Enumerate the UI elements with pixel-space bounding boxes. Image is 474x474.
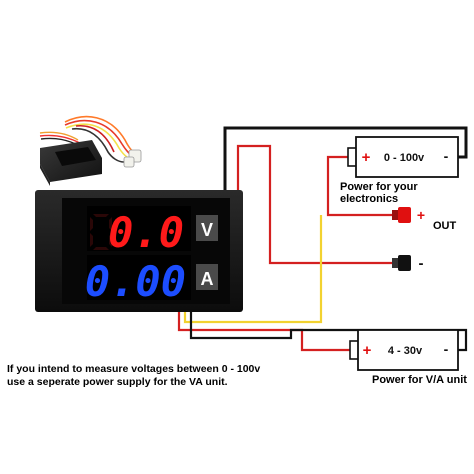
battery-va-unit: + 4 - 30v -: [349, 329, 459, 371]
yellow-wire: [183, 215, 323, 324]
out-caption: OUT: [433, 220, 457, 232]
voltage-unit-label: V: [201, 220, 213, 240]
voltmeter-ammeter: 0.0 0.00 V A: [35, 190, 243, 312]
battery-electronics: + 0 - 100v -: [347, 136, 459, 178]
power-va-caption: Power for V/A unit: [372, 374, 467, 386]
out-plus-sign: +: [417, 207, 425, 223]
battery-electronics-plus: +: [362, 149, 371, 166]
battery-va-minus: -: [444, 341, 449, 357]
power-electronics-caption: Power for your electronics: [340, 181, 418, 205]
usage-note-line-2: use a seperate power supply for the VA u…: [7, 376, 228, 388]
output-terminal-negative: -: [392, 255, 424, 272]
output-terminal-positive: +: [392, 207, 425, 223]
voltage-reading: 0.0: [108, 208, 184, 257]
battery-electronics-label: 0 - 100v: [384, 152, 425, 164]
red-wire-positive: [326, 155, 392, 217]
black-wire-top: [223, 126, 468, 190]
battery-electronics-minus: -: [444, 148, 449, 164]
usage-note: If you intend to measure voltages betwee…: [7, 363, 307, 389]
current-unit-label: A: [201, 269, 214, 289]
usage-note-line-1: If you intend to measure voltages betwee…: [7, 363, 261, 375]
battery-va-label: 4 - 30v: [388, 345, 423, 357]
black-wire-va-supply: [189, 312, 468, 352]
amp-unit-plate: [196, 264, 218, 290]
battery-va-plus: +: [363, 342, 372, 359]
volt-unit-plate: [196, 215, 218, 241]
red-wire-sense: [236, 144, 392, 265]
meter-photo-small: [39, 115, 142, 186]
out-minus-sign: -: [419, 255, 424, 272]
current-reading: 0.00: [85, 257, 186, 306]
wiring: [177, 126, 468, 352]
voltage-ghost-digit: [90, 214, 112, 250]
